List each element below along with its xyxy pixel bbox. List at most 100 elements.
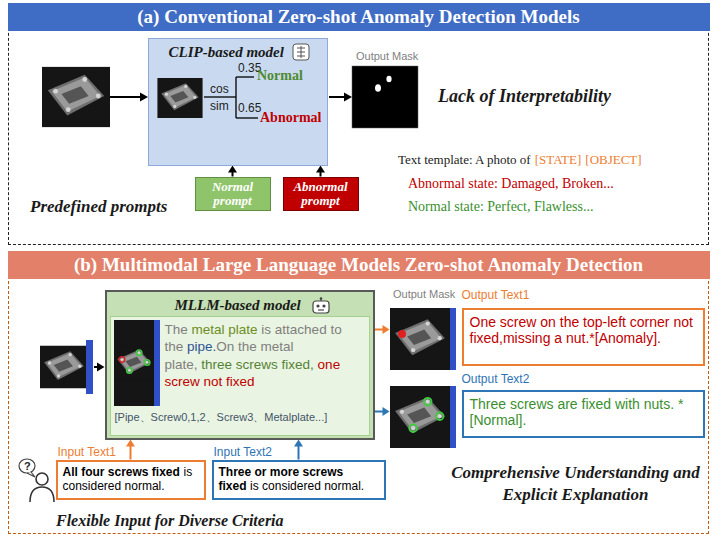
annotation-label: [STATE] [535,152,582,168]
inp-box: Input Text2Three or more screws fixedis … [212,460,386,500]
annotation-label: Normal [257,68,303,84]
out-box: Output Text1One screw on the top-left co… [390,288,705,372]
prompt-box: Normal prompt [195,177,271,212]
model-title: CLIP-based model [149,39,327,61]
illustration-part [297,46,305,58]
model-box: MLLM-based model Themetal plateis attach… [105,290,375,440]
connector [126,440,135,460]
connector-line [298,446,300,460]
illustration-part [450,308,456,370]
input-image [40,346,88,389]
connector [375,325,390,334]
description-phrase: three screws fixed, [201,357,314,372]
criterion-text: is considered normal. [250,479,364,493]
illustration-part [235,77,236,118]
out-box: Output Text2Three screws are fixed with … [390,372,705,452]
output-text: One screw on the top-left corner not fix… [470,314,693,347]
speech-bubble [19,459,35,473]
illustration-part [319,297,322,300]
illustration-part [126,367,132,373]
illustration-part [236,76,254,77]
illustration-part [236,117,258,118]
arrow-head [228,166,237,173]
prompt-box: Abnormal prompt [283,177,359,212]
illustration-part [204,96,236,97]
illustration-part [114,345,154,380]
annotation-label: Lack of Interpretability [438,86,611,107]
header-band: (b) Multimodal Large Language Models Zer… [8,251,710,279]
illustration-part [144,359,150,365]
mask-blob [375,84,381,92]
illustration-part [423,397,431,405]
illustration-part [157,78,202,118]
illustration-part [435,412,443,420]
element-list: [Pipe、Screw0,1,2、Screw3、Metalplate...] [111,409,369,426]
mask-blob [386,76,391,82]
person-head [36,473,48,485]
annotation-label: Predefined prompts [30,197,167,217]
connector [375,407,390,416]
annotation-label: Normal state: Perfect, Flawless... [408,199,593,215]
output-text-box: One screw on the top-left corner not fix… [462,308,705,366]
illustration-part [390,312,450,365]
arrow-head [383,325,390,334]
description-phrase: pipe. [187,339,216,354]
bubble-tail [27,472,35,477]
arrow-head [316,166,325,173]
output-heading: Output Text1 [462,288,705,302]
annotation-label: Flexible Input for Diverse Criteria [56,512,284,530]
annotation-label: cos [210,82,229,96]
illustration-part [322,304,325,307]
inp-box: Input Text1All four screws fixedis consi… [56,460,206,500]
illustration-part [390,390,450,443]
illustration-part [114,320,160,406]
panel-title: (b) Multimodal Large Language Models Zer… [74,254,643,275]
connector-line [130,446,132,460]
illustration-part [313,301,329,313]
flow-arrow [110,96,141,98]
description-phrase: metal plate [192,322,258,337]
arrow-head [344,93,352,102]
output-image [390,386,456,448]
output-mask [352,66,418,128]
annotation-label: Text template: A photo of [398,152,531,168]
connector [294,440,303,460]
prompt-label: Normal prompt [200,180,266,209]
prompt-label: Abnormal prompt [288,180,354,209]
output-image [390,308,456,370]
illustration-part [390,308,456,370]
panel-title: (a) Conventional Zero-shot Anomaly Detec… [137,6,579,27]
illustration-part [154,320,160,406]
connector [316,166,325,177]
description-text: Themetal plateis attached to thepipe.On … [111,317,369,409]
output-text-box: Three screws are fixed with nuts. *[Norm… [462,390,705,438]
connector-line [375,411,384,413]
input-image [42,67,110,127]
arrow-head [97,363,105,372]
pipe-bar [86,340,93,394]
described-image [114,320,160,406]
annotation-label: Output Mask [393,288,455,300]
output-heading: Output Text2 [462,372,705,386]
criterion-emphasis: All four screws fixed [63,465,180,479]
person-body [30,487,54,502]
input-heading: Input Text2 [214,445,273,459]
connector [228,166,237,177]
annotation-label: [OBJECT] [585,152,641,168]
flow-arrow [94,366,98,368]
annotation-label: Comprehensive Understanding and Explicit… [448,462,703,506]
input-heading: Input Text1 [58,445,117,459]
annotation-label: Abnormal state: Damaged, Broken... [408,176,614,192]
desc-box: Themetal plateis attached to thepipe.On … [110,316,370,436]
annotation-label: ? [24,460,31,472]
arrow-head [126,440,135,447]
model-title: MLLM-based model [107,292,373,314]
illustration-part [398,330,406,338]
connector-line [375,329,384,331]
illustration-part [409,424,417,432]
annotation-label: sim [210,99,229,113]
annotation-label: Abnormal [260,110,321,126]
robot-icon [311,297,331,315]
illustration-part [390,386,456,448]
